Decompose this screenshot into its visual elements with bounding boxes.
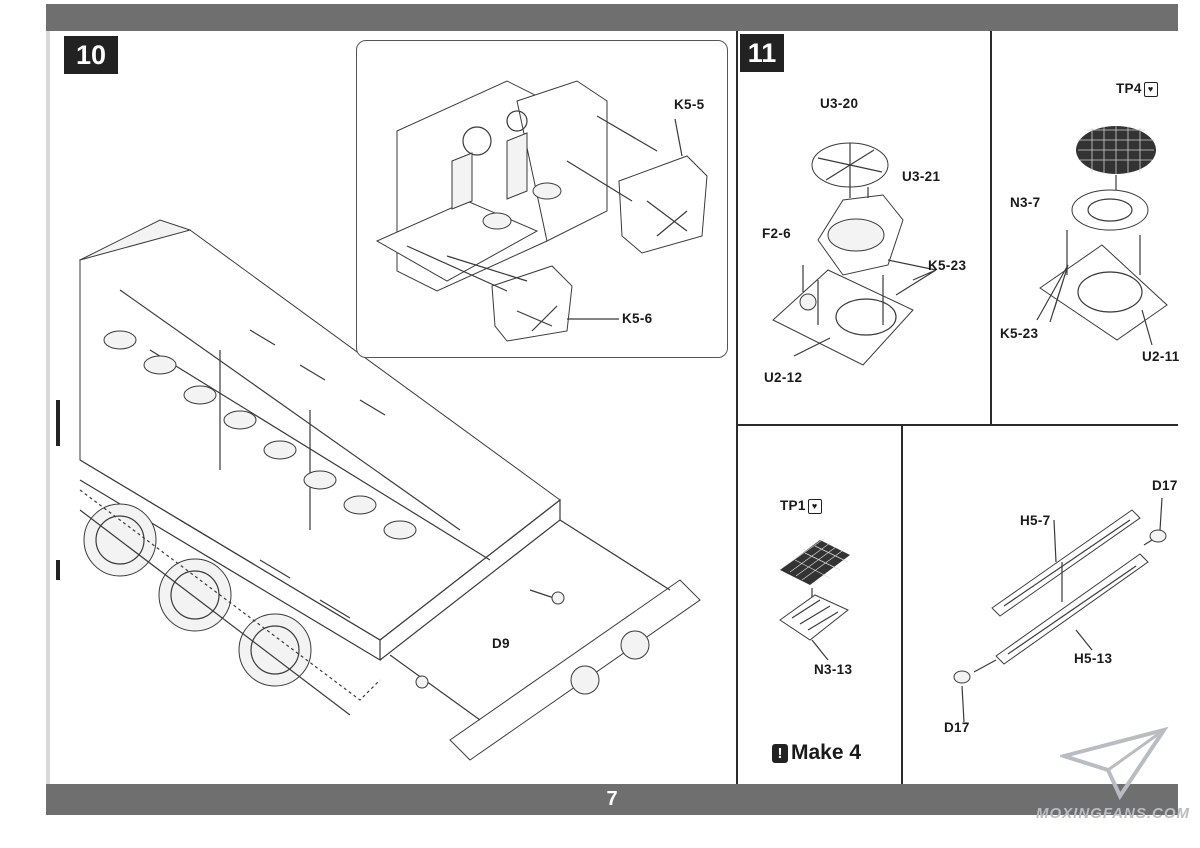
divider-vertical-right	[990, 31, 992, 425]
binding-mark	[56, 560, 60, 580]
paint-tp-icon: ♥	[807, 498, 822, 514]
page-number: 7	[606, 788, 618, 810]
paper-plane-logo-icon	[1060, 726, 1169, 801]
step11-mesh-drawing	[779, 537, 850, 661]
make-quantity-note: ! Make 4	[772, 741, 861, 765]
binding-mark	[56, 400, 60, 446]
label-d17-top: D17	[1152, 478, 1178, 493]
label-u3-21: U3-21	[902, 169, 941, 184]
step11-grille-drawing	[1036, 126, 1168, 346]
label-h5-13: H5-13	[1074, 651, 1113, 666]
step11-rods-drawing	[953, 497, 1167, 723]
bottom-bar: 7	[46, 784, 1178, 815]
label-u3-20: U3-20	[820, 96, 859, 111]
divider-vertical	[736, 31, 738, 784]
label-d17-bottom: D17	[944, 720, 970, 735]
hull-assembly-drawing	[78, 219, 701, 761]
label-k5-5: K5-5	[674, 97, 705, 112]
tp4-text: TP4	[1116, 81, 1142, 96]
label-n3-7: N3-7	[1010, 195, 1041, 210]
label-h5-7: H5-7	[1020, 513, 1051, 528]
label-d9: D9	[492, 636, 510, 651]
tp1-text: TP1	[780, 498, 806, 513]
label-tp4: TP4♥	[1116, 81, 1158, 97]
inset-drawing	[375, 80, 708, 342]
page-left-edge	[46, 31, 50, 784]
label-u2-11: U2-11	[1142, 349, 1180, 364]
make-text: Make 4	[791, 741, 862, 764]
top-bar	[46, 4, 1178, 31]
step-number-10: 10	[64, 36, 118, 74]
step-number-11: 11	[740, 34, 784, 72]
label-k5-23: K5-23	[928, 258, 967, 273]
label-u2-12: U2-12	[764, 370, 803, 385]
paint-tp-icon: ♥	[1143, 81, 1158, 97]
warning-icon: !	[772, 743, 788, 763]
label-f2-6: F2-6	[762, 226, 791, 241]
label-tp1: TP1♥	[780, 498, 822, 514]
label-k5-23-right: K5-23	[1000, 326, 1039, 341]
divider-vertical-lower	[901, 425, 903, 784]
watermark-text: MOXINGFANS.COM	[1036, 805, 1191, 822]
divider-horizontal	[738, 424, 1178, 426]
label-n3-13: N3-13	[814, 662, 853, 677]
step11-hatch-drawing	[772, 142, 937, 366]
label-k5-6: K5-6	[622, 311, 653, 326]
detail-inset	[356, 40, 728, 358]
